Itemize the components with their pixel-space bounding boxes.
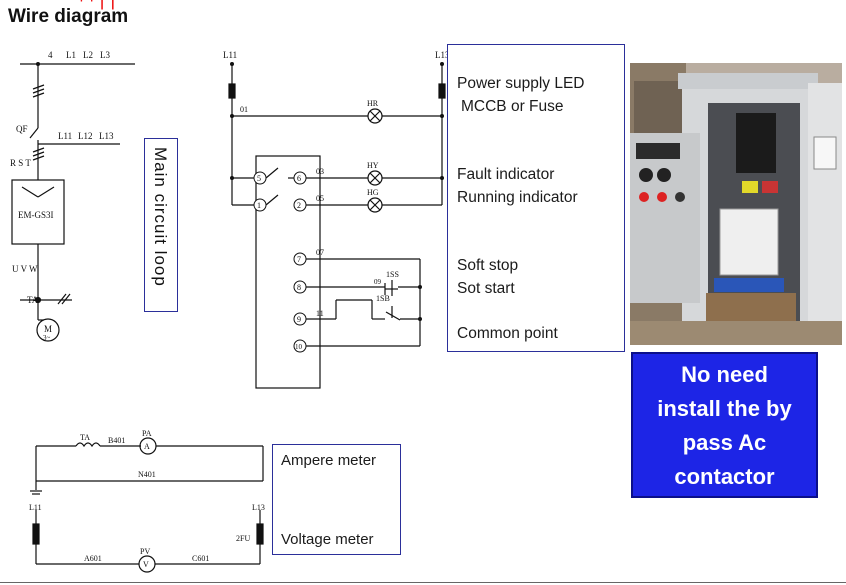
ammeter-symbol: A xyxy=(144,442,150,451)
meter-left-line: L11 xyxy=(29,503,42,512)
terminal-5: 5 xyxy=(257,174,261,183)
motor-phase: 3~ xyxy=(43,334,51,342)
terminal-10: 10 xyxy=(295,343,303,351)
lamp-hr: HR xyxy=(367,99,379,108)
wire-07: 07 xyxy=(316,248,324,257)
callout-line-2: install the by xyxy=(657,396,792,421)
wire-n401: N401 xyxy=(138,470,156,479)
label-soft-start: Sot start xyxy=(457,280,515,297)
terminal-2: 2 xyxy=(297,201,301,210)
button-1sb: 1SB xyxy=(376,294,390,303)
label-soft-stop: Soft stop xyxy=(457,257,519,274)
terminal-7: 7 xyxy=(297,255,301,264)
supply-l2: L2 xyxy=(83,50,93,60)
supply-l1: L1 xyxy=(66,50,76,60)
fuse-2fu: 2FU xyxy=(236,534,250,543)
lamp-hg: HG xyxy=(367,188,379,197)
wire-c601: C601 xyxy=(192,554,209,563)
callout-line-4: contactor xyxy=(674,464,775,489)
control-right-line: L13 xyxy=(435,50,450,60)
ammeter-label: PA xyxy=(142,429,152,438)
label-ampere-meter: Ampere meter xyxy=(281,452,377,469)
load-l13: L13 xyxy=(99,131,114,141)
control-left-line: L11 xyxy=(223,50,237,60)
schematic-labels: 4 L1 L2 L3 QF L11 L12 L13 R S T EM-GS3I … xyxy=(10,50,450,569)
load-l12: L12 xyxy=(78,131,93,141)
callout-line-3: pass Ac xyxy=(682,430,767,455)
voltmeter-symbol: V xyxy=(143,560,149,569)
cabinet-photo xyxy=(630,63,842,345)
load-l11: L11 xyxy=(58,131,72,141)
title-red-marks: ' ' | | xyxy=(80,0,117,10)
bottom-divider xyxy=(0,582,846,583)
button-1ss: 1SS xyxy=(386,270,399,279)
main-circuit-loop-label: Main circuit loop xyxy=(151,147,170,287)
wire-11: 11 xyxy=(316,309,324,318)
output-terminals: U V W xyxy=(12,264,38,274)
wire-03: 03 xyxy=(316,167,324,176)
supply-l3: L3 xyxy=(100,50,110,60)
main-circuit-loop-box: Main circuit loop xyxy=(144,138,178,312)
ct-label: TA xyxy=(27,295,39,305)
input-terminals: R S T xyxy=(10,158,31,168)
label-common-point: Common point xyxy=(457,325,558,342)
page-title: Wire diagram xyxy=(8,6,129,27)
breaker-label: QF xyxy=(16,124,28,134)
terminal-6: 6 xyxy=(297,174,301,183)
motor-label: M xyxy=(44,324,52,334)
label-mccb-fuse: MCCB or Fuse xyxy=(461,98,564,115)
wire-09: 09 xyxy=(374,278,382,286)
device-model: EM-GS3I xyxy=(18,210,54,220)
control-labels-box: Power supply LED MCCB or Fuse Fault indi… xyxy=(447,44,625,352)
label-fault-indicator: Fault indicator xyxy=(457,166,555,183)
no-bypass-callout: No need install the by pass Ac contactor xyxy=(631,352,818,498)
terminal-8: 8 xyxy=(297,283,301,292)
terminal-1: 1 xyxy=(257,201,261,210)
meter-labels-box: Ampere meter Voltage meter xyxy=(272,444,401,555)
wire-a601: A601 xyxy=(84,554,102,563)
terminal-circles xyxy=(253,171,307,353)
label-power-supply-led: Power supply LED xyxy=(457,75,585,92)
lamp-hy: HY xyxy=(367,161,379,170)
label-running-indicator: Running indicator xyxy=(457,189,578,206)
meter-ct: TA xyxy=(80,433,90,442)
terminal-9: 9 xyxy=(297,315,301,324)
supply-number: 4 xyxy=(48,50,53,60)
wire-b401: B401 xyxy=(108,436,125,445)
meter-right-line: L13 xyxy=(252,503,265,512)
callout-line-1: No need xyxy=(681,362,768,387)
voltmeter-label: PV xyxy=(140,547,150,556)
label-voltage-meter: Voltage meter xyxy=(281,531,374,548)
wire-05: 05 xyxy=(316,194,324,203)
wire-01: 01 xyxy=(240,105,248,114)
